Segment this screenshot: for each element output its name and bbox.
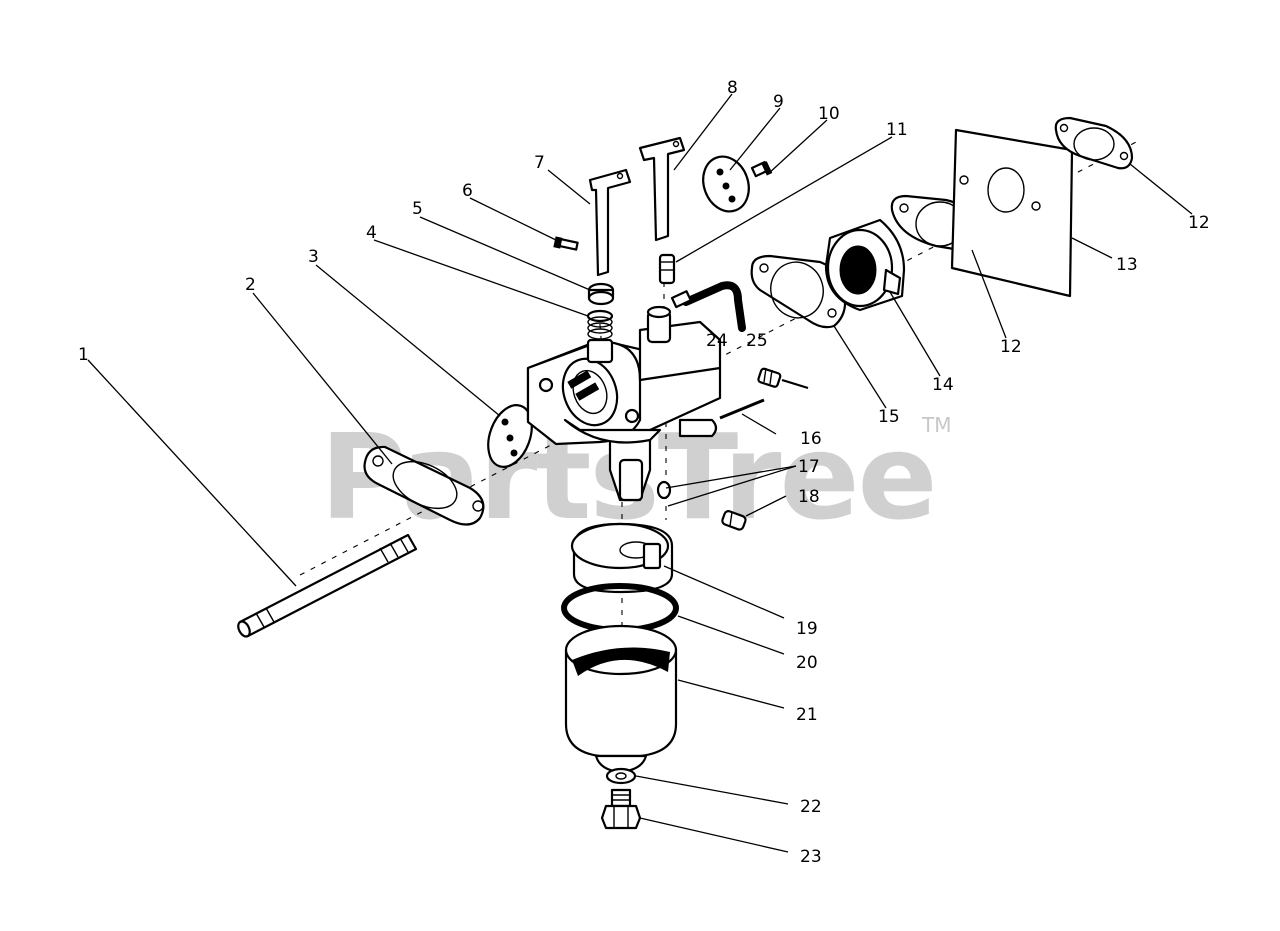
callout-16: 16 — [800, 429, 822, 449]
part-needle — [719, 398, 765, 420]
part-fuel-bowl — [564, 624, 678, 774]
callout-25: 25 — [746, 331, 768, 351]
callout-23: 23 — [800, 847, 822, 867]
part-spring — [586, 309, 614, 340]
leader-lines — [87, 93, 1193, 853]
callout-12: 12 — [1000, 337, 1022, 357]
part-small-fittings — [656, 480, 672, 500]
callout-8: 8 — [727, 78, 738, 98]
part-stud — [237, 533, 418, 638]
part-idle-screw — [757, 367, 809, 390]
callout-5: 5 — [412, 199, 423, 219]
callout-9: 9 — [773, 92, 784, 112]
callout-21: 21 — [796, 705, 818, 725]
watermark-trademark: TM — [921, 413, 951, 437]
callout-24: 24 — [706, 331, 728, 351]
part-gasket-left — [363, 445, 485, 526]
part-float — [570, 522, 674, 594]
part-choke-lever — [588, 168, 632, 277]
part-fuel-hose — [670, 281, 746, 332]
callout-17: 17 — [798, 457, 820, 477]
callout-18: 18 — [798, 487, 820, 507]
part-throttle-lever — [638, 136, 686, 242]
callout-15: 15 — [878, 407, 900, 427]
callout-13: 13 — [1116, 255, 1138, 275]
callout-1: 1 — [78, 345, 89, 365]
callout-4: 4 — [366, 223, 377, 243]
callout-7: 7 — [534, 153, 545, 173]
part-choke-plate — [702, 155, 750, 213]
part-screw-choke — [750, 160, 773, 178]
callout-22: 22 — [800, 797, 822, 817]
part-seal — [587, 282, 615, 306]
part-fitting — [658, 253, 676, 285]
callout-20: 20 — [796, 653, 818, 673]
part-screw-small — [553, 236, 579, 251]
callout-11: 11 — [886, 120, 908, 140]
callout-2: 2 — [245, 275, 256, 295]
callout-10: 10 — [818, 104, 840, 124]
part-carburetor-body — [526, 305, 722, 502]
part-washer — [605, 767, 637, 785]
part-screw-bowl — [721, 510, 747, 531]
part-spacer — [824, 218, 906, 312]
part-gasket-far-right — [1054, 116, 1134, 170]
callout-labels: 1 2 3 4 5 6 7 8 9 10 11 12 12 13 14 15 1… — [78, 78, 1210, 867]
callout-3: 3 — [308, 247, 319, 267]
part-insulator-plate — [950, 128, 1074, 298]
callout-6: 6 — [462, 181, 473, 201]
part-bowl-nut — [600, 788, 642, 830]
part-throttle-plate — [487, 404, 533, 468]
callout-14: 14 — [932, 375, 954, 395]
part-gasket-mid — [750, 254, 847, 329]
callout-19: 19 — [796, 619, 818, 639]
callout-12-far-right: 12 — [1188, 213, 1210, 233]
